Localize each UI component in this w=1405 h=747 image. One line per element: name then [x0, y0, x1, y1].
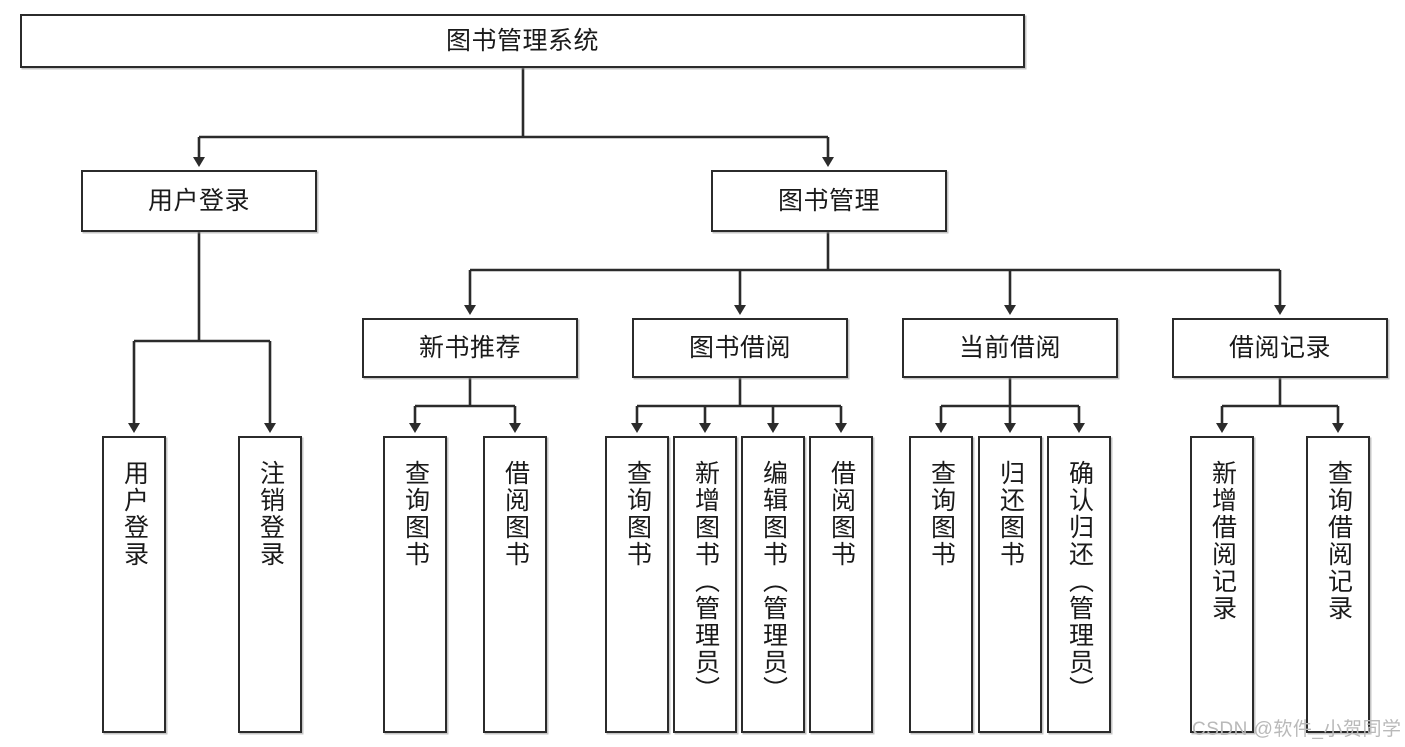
leaf-label: 用户登录 — [120, 460, 149, 568]
node-label: 图书借阅 — [688, 333, 791, 362]
node-label: 图书管理 — [777, 186, 880, 215]
leaf-label: 查询图书 — [927, 460, 956, 568]
leaf-label: 编辑图书（管理员） — [759, 460, 788, 703]
node-current-borrow[interactable]: 当前借阅 — [902, 318, 1118, 378]
node-label: 图书管理系统 — [445, 26, 599, 55]
leaf-label: 查询借阅记录 — [1324, 460, 1353, 622]
leaf-add-borrow-record[interactable]: 新增借阅记录 — [1190, 436, 1254, 733]
leaf-label: 借阅图书 — [501, 460, 530, 568]
leaf-label: 归还图书 — [996, 460, 1025, 568]
leaf-query-borrow-record[interactable]: 查询借阅记录 — [1306, 436, 1370, 733]
leaf-confirm-return-admin[interactable]: 确认归还（管理员） — [1047, 436, 1111, 733]
node-user-login[interactable]: 用户登录 — [81, 170, 317, 232]
leaf-user-login[interactable]: 用户登录 — [102, 436, 166, 733]
node-root-system[interactable]: 图书管理系统 — [20, 14, 1025, 68]
node-label: 用户登录 — [147, 186, 250, 215]
leaf-borrow-book[interactable]: 借阅图书 — [809, 436, 873, 733]
leaf-borrow-book-recommend[interactable]: 借阅图书 — [483, 436, 547, 733]
leaf-edit-book-admin[interactable]: 编辑图书（管理员） — [741, 436, 805, 733]
leaf-label: 新增图书（管理员） — [691, 460, 720, 703]
leaf-query-book-borrow[interactable]: 查询图书 — [605, 436, 669, 733]
node-borrow-record[interactable]: 借阅记录 — [1172, 318, 1388, 378]
leaf-label: 借阅图书 — [827, 460, 856, 568]
leaf-query-book-recommend[interactable]: 查询图书 — [383, 436, 447, 733]
leaf-label: 查询图书 — [401, 460, 430, 568]
csdn-watermark: CSDN @软件_小贺同学 — [1192, 719, 1402, 740]
node-label: 新书推荐 — [418, 333, 521, 362]
node-label: 当前借阅 — [958, 333, 1061, 362]
leaf-label: 注销登录 — [256, 460, 285, 568]
node-label: 借阅记录 — [1228, 333, 1331, 362]
leaf-label: 新增借阅记录 — [1208, 460, 1237, 622]
node-book-borrow[interactable]: 图书借阅 — [632, 318, 848, 378]
leaf-label: 查询图书 — [623, 460, 652, 568]
leaf-add-book-admin[interactable]: 新增图书（管理员） — [673, 436, 737, 733]
leaf-query-book-current[interactable]: 查询图书 — [909, 436, 973, 733]
node-new-book-recommend[interactable]: 新书推荐 — [362, 318, 578, 378]
leaf-logout[interactable]: 注销登录 — [238, 436, 302, 733]
node-book-management[interactable]: 图书管理 — [711, 170, 947, 232]
leaf-return-book[interactable]: 归还图书 — [978, 436, 1042, 733]
leaf-label: 确认归还（管理员） — [1065, 460, 1094, 703]
